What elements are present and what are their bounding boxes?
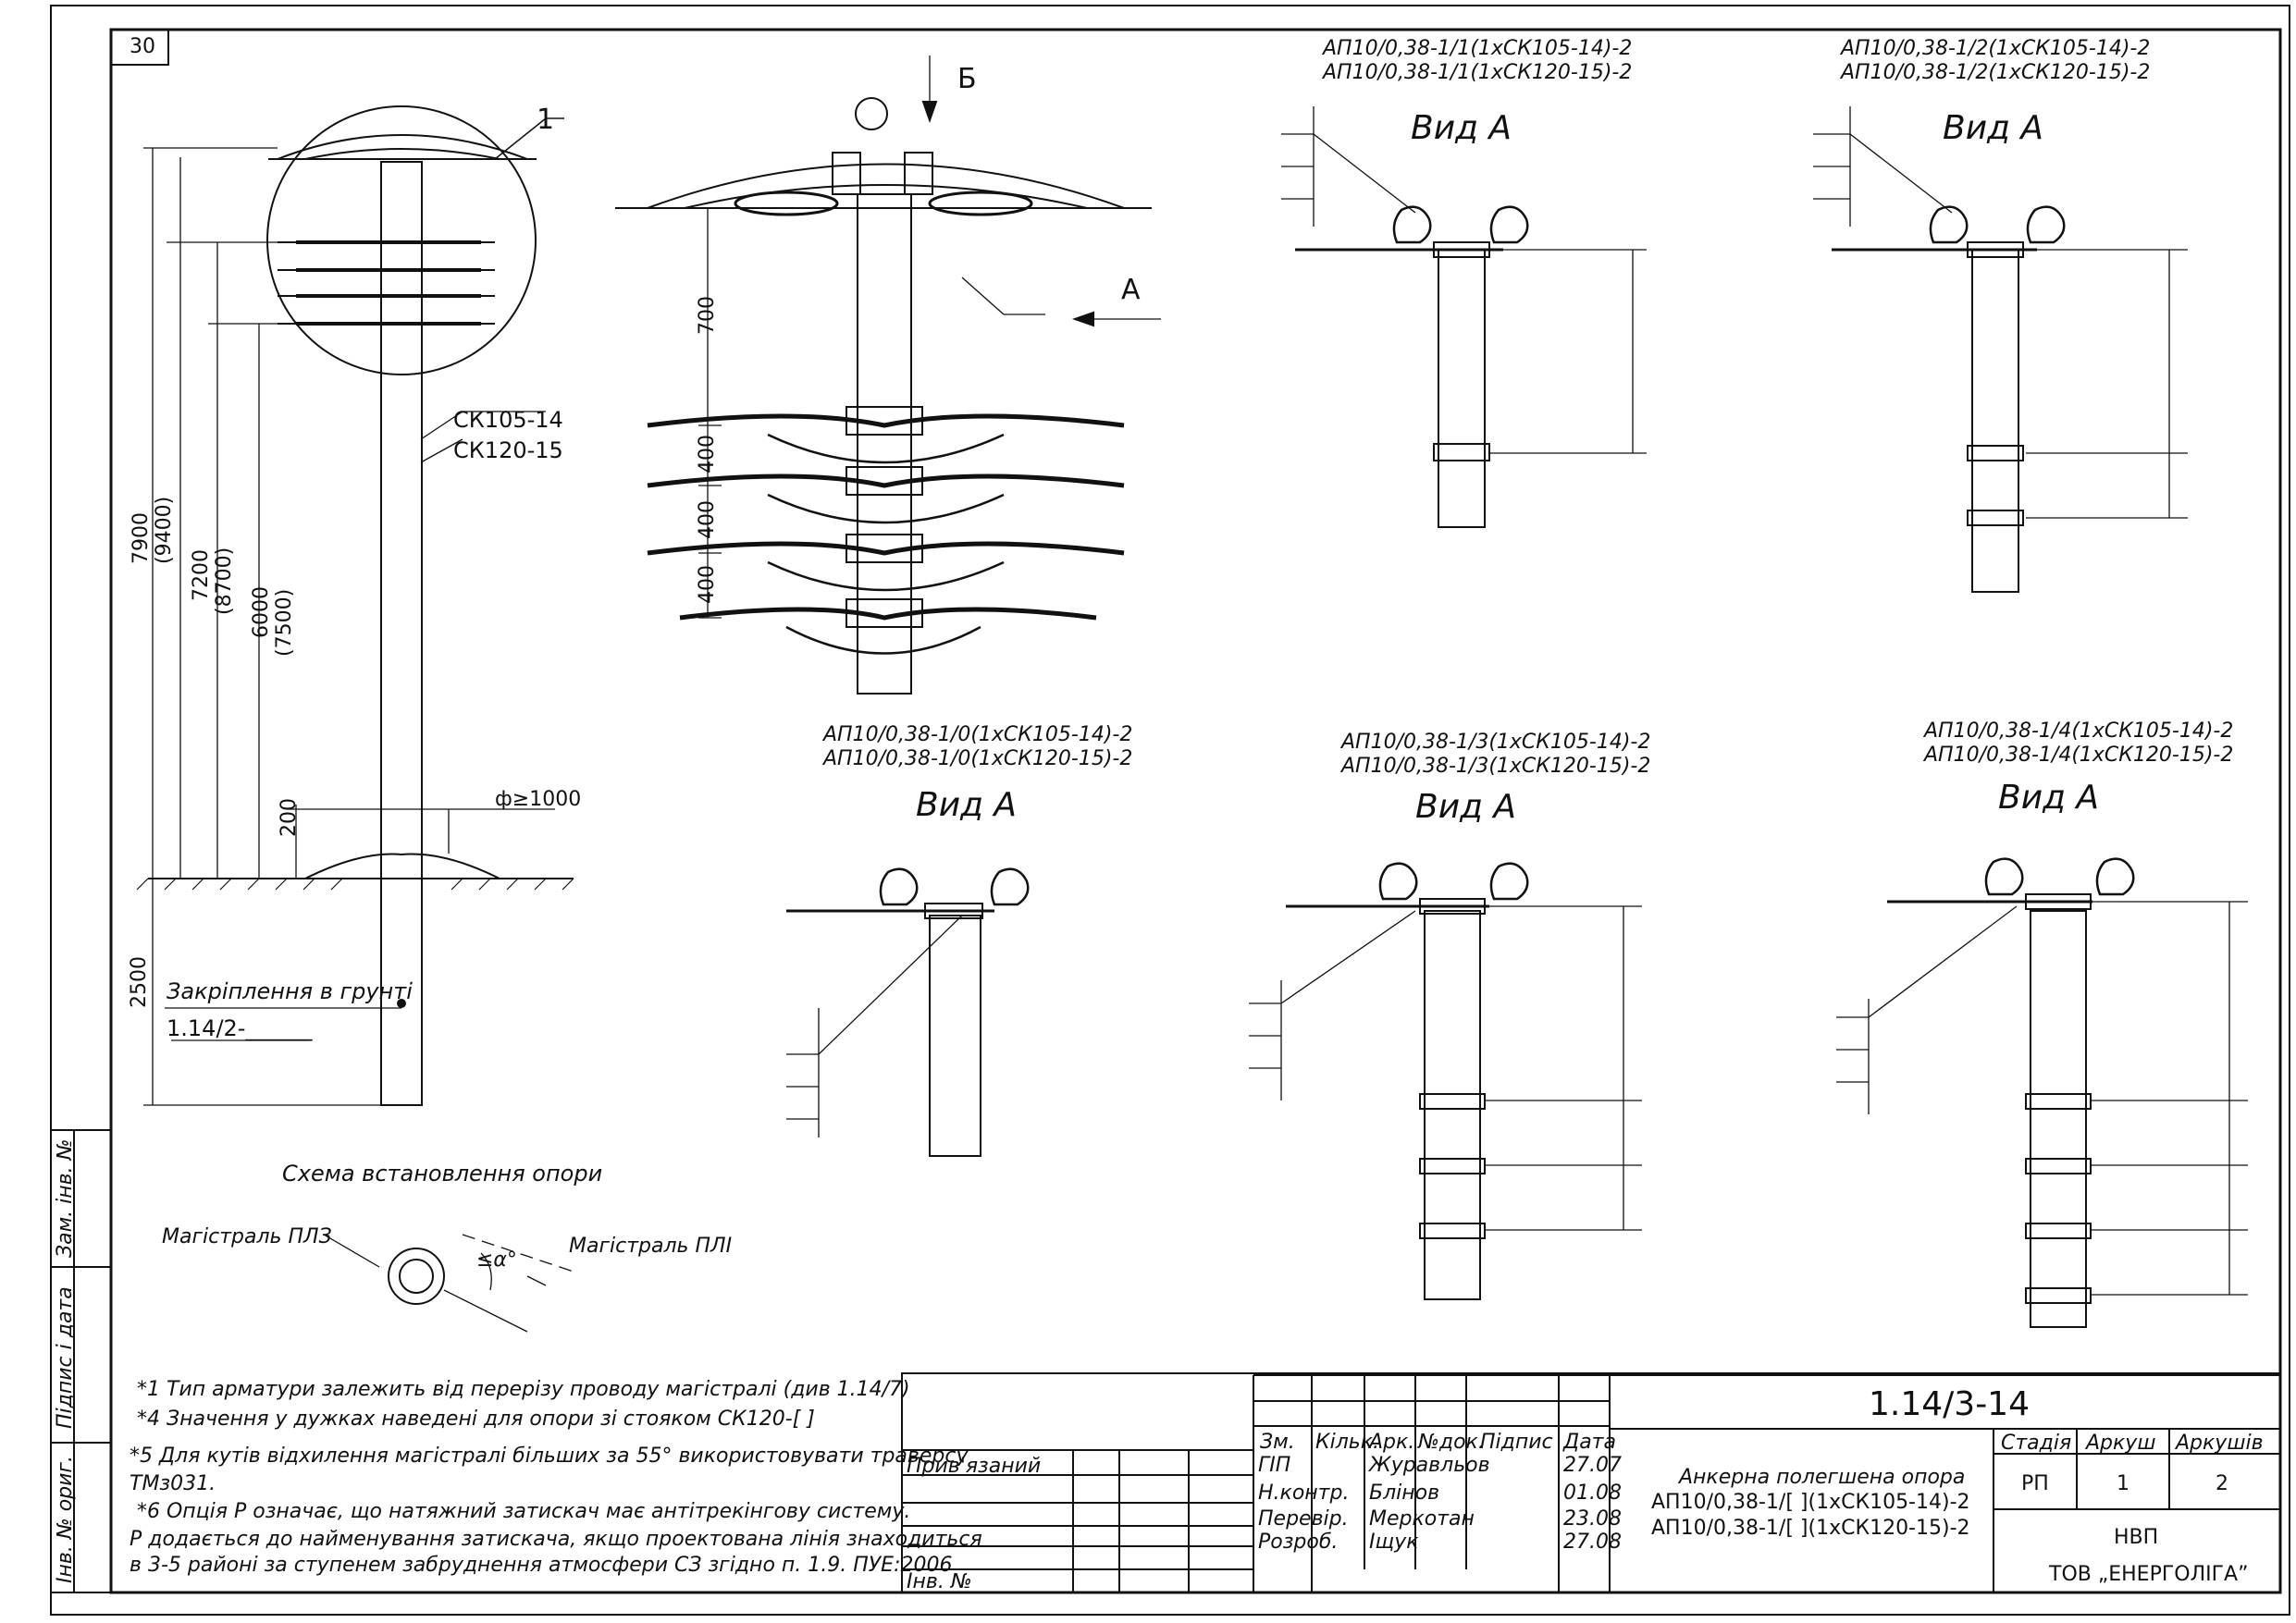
note-3: *5 Для кутів відхилення магістралі більш… bbox=[130, 1445, 969, 1468]
view-b-label: Б bbox=[957, 63, 977, 95]
dim-7500: (7500) bbox=[273, 588, 296, 657]
view4-title: Вид А bbox=[1415, 788, 1517, 826]
dim-6000: 6000 bbox=[250, 586, 273, 638]
angle-label: ≤α° bbox=[476, 1248, 517, 1272]
sheets-value: 2 bbox=[2216, 1472, 2228, 1495]
scheme-caption: Схема встановлення опори bbox=[282, 1161, 603, 1187]
row-name-4: Іщук bbox=[1369, 1531, 1419, 1554]
foundation-diameter: ф≥1000 bbox=[495, 788, 582, 811]
sheets-header: Аркушів bbox=[2176, 1432, 2264, 1455]
pole-type-1: СК105-14 bbox=[453, 407, 563, 433]
row-date-3: 23.08 bbox=[1563, 1507, 1622, 1531]
dim-200: 200 bbox=[278, 798, 301, 837]
th-pidpys: Підпис bbox=[1480, 1431, 1553, 1454]
pole-type-2: СК120-15 bbox=[453, 437, 563, 463]
attached-label: Прив'язаний bbox=[907, 1455, 1042, 1478]
row-name-2: Блінов bbox=[1369, 1482, 1440, 1505]
th-data: Дата bbox=[1563, 1431, 1616, 1454]
note-4c: в 3-5 районі за ступенем забруднення атм… bbox=[130, 1554, 953, 1577]
view2-title: Вид А bbox=[1943, 109, 2044, 147]
magistral-right: Магістраль ПЛІ bbox=[569, 1235, 733, 1258]
row-name-1: Журавльов bbox=[1369, 1454, 1490, 1477]
view2-code2: АП10/0,38-1/2(1хСК120-15)-2 bbox=[1841, 61, 2151, 84]
note-2: *4 Значення у дужках наведені для опори … bbox=[137, 1408, 815, 1431]
row-role-1: ГІП bbox=[1258, 1454, 1291, 1477]
page-number: 30 bbox=[130, 35, 155, 58]
view4-code2: АП10/0,38-1/3(1хСК120-15)-2 bbox=[1341, 755, 1651, 778]
view1-code1: АП10/0,38-1/1(1хСК105-14)-2 bbox=[1323, 37, 1633, 60]
view1-code2: АП10/0,38-1/1(1хСК120-15)-2 bbox=[1323, 61, 1633, 84]
sheet-header: Аркуш bbox=[2086, 1432, 2156, 1455]
row-role-3: Перевір. bbox=[1258, 1507, 1349, 1531]
dim-7200: 7200 bbox=[190, 549, 213, 601]
detail-dim-400-a: 400 bbox=[696, 435, 719, 473]
view-a-arrow-label: А bbox=[1121, 274, 1141, 306]
doc-name-3: АП10/0,38-1/[ ](1хСК120-15)-2 bbox=[1651, 1517, 1970, 1540]
note-4: *6 Опція Р означає, що натяжний затискач… bbox=[137, 1500, 911, 1523]
row-role-4: Розроб. bbox=[1258, 1531, 1339, 1554]
dim-8700: (8700) bbox=[213, 547, 236, 615]
note-1: *1 Тип арматури залежить від перерізу пр… bbox=[137, 1378, 910, 1401]
doc-name-1: Анкерна полегшена опора bbox=[1679, 1466, 1966, 1489]
view5-code2: АП10/0,38-1/4(1хСК120-15)-2 bbox=[1924, 744, 2234, 767]
view3-title: Вид А bbox=[916, 786, 1018, 824]
stage-value: РП bbox=[2021, 1472, 2049, 1495]
detail-dim-700: 700 bbox=[696, 296, 719, 335]
doc-code: 1.14/3-14 bbox=[1869, 1385, 2030, 1423]
row-name-3: Меркотан bbox=[1369, 1507, 1475, 1531]
inv-no-label: Інв. № bbox=[907, 1570, 972, 1593]
view5-title: Вид А bbox=[1998, 779, 2100, 817]
dim-2500: 2500 bbox=[128, 956, 151, 1008]
view3-code2: АП10/0,38-1/0(1хСК120-15)-2 bbox=[823, 747, 1133, 770]
row-date-2: 01.08 bbox=[1563, 1482, 1622, 1505]
fixing-label: Закріплення в грунті bbox=[167, 978, 413, 1004]
stamp-zam-inv: Зам. інв. № bbox=[54, 1138, 77, 1259]
th-ark: Арк. bbox=[1369, 1431, 1415, 1454]
stage-header: Стадія bbox=[2001, 1432, 2072, 1455]
view1-title: Вид А bbox=[1411, 109, 1512, 147]
view4-code1: АП10/0,38-1/3(1хСК105-14)-2 bbox=[1341, 731, 1651, 754]
callout-1: 1 bbox=[537, 104, 555, 136]
detail-dim-400-c: 400 bbox=[696, 565, 719, 604]
row-role-2: Н.контр. bbox=[1258, 1482, 1350, 1505]
view3-code1: АП10/0,38-1/0(1хСК105-14)-2 bbox=[823, 723, 1133, 746]
view2-code1: АП10/0,38-1/2(1хСК105-14)-2 bbox=[1841, 37, 2151, 60]
th-dok: №док. bbox=[1418, 1431, 1485, 1454]
dim-9400: (9400) bbox=[153, 496, 176, 564]
row-date-1: 27.07 bbox=[1563, 1454, 1622, 1477]
fixing-ref: 1.14/2-______ bbox=[167, 1015, 313, 1041]
detail-dim-400-b: 400 bbox=[696, 500, 719, 539]
magistral-left: Магістраль ПЛЗ bbox=[162, 1225, 332, 1248]
stamp-signature-date: Підпис і дата bbox=[54, 1286, 77, 1429]
org-line-2: ТОВ „ЕНЕРГОЛІГА” bbox=[2049, 1563, 2249, 1586]
th-zm: Зм. bbox=[1260, 1431, 1295, 1454]
th-kilk: Кільк. bbox=[1315, 1431, 1380, 1454]
view5-code1: АП10/0,38-1/4(1хСК105-14)-2 bbox=[1924, 719, 2234, 743]
stamp-inv-orig: Інв. № ориг. bbox=[54, 1456, 77, 1583]
row-date-4: 27.08 bbox=[1563, 1531, 1622, 1554]
note-4b: Р додається до найменування затискача, я… bbox=[130, 1528, 982, 1551]
dim-7900: 7900 bbox=[130, 512, 153, 564]
doc-name-2: АП10/0,38-1/[ ](1хСК105-14)-2 bbox=[1651, 1491, 1970, 1514]
sheet-value: 1 bbox=[2117, 1472, 2129, 1495]
note-3b: ТМз031. bbox=[130, 1472, 216, 1495]
org-line-1: НВП bbox=[2114, 1526, 2159, 1549]
